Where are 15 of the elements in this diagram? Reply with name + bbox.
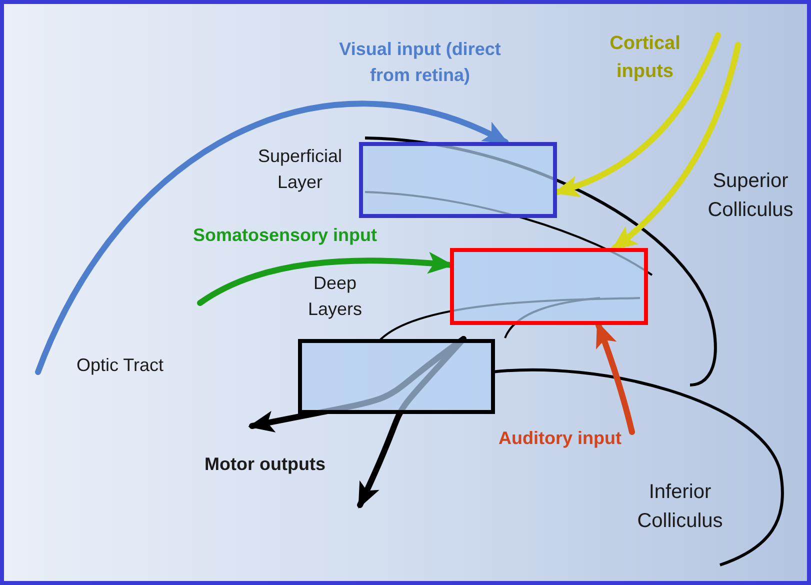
region-box (450, 248, 648, 325)
region-label: Optic Tract (75, 354, 165, 377)
region-box (298, 339, 495, 414)
region-box (359, 142, 557, 218)
arrow (611, 42, 741, 251)
edge-label: Somatosensory input (192, 224, 378, 247)
region-label: Motor outputs (204, 453, 326, 476)
region-label: Cortical inputs (608, 32, 682, 84)
region-label: Superficial Layer (256, 145, 344, 194)
edge-label: Auditory input (498, 427, 622, 450)
region-label: Superior Colliculus (706, 169, 794, 223)
region-label: Deep Layers (306, 272, 364, 322)
region-label: Inferior Colliculus (636, 480, 724, 534)
arrow (35, 100, 510, 375)
edge-label: Visual input (direct from retina) (338, 38, 502, 88)
